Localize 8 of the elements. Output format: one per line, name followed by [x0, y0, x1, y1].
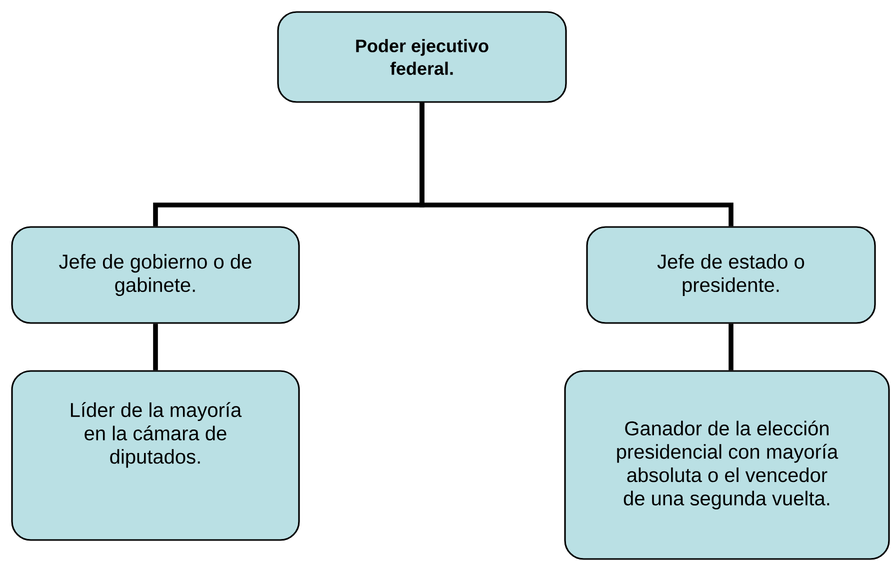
- connector-line: [728, 324, 734, 370]
- title-box: Poder ejecutivo federal.: [277, 11, 567, 103]
- connector-line: [153, 324, 158, 370]
- text-box: Jefe de estado o presidente.: [586, 226, 876, 324]
- text-box: Líder de la mayoría en la cámara de diputados.: [11, 370, 300, 541]
- connector-line: [420, 102, 734, 226]
- text-box: Ganador de la elección presidencial con mayoría absoluta o el vencedor de una segunda vuelta.: [564, 370, 890, 560]
- text-box: Jefe de gobierno o de gabinete.: [11, 226, 300, 324]
